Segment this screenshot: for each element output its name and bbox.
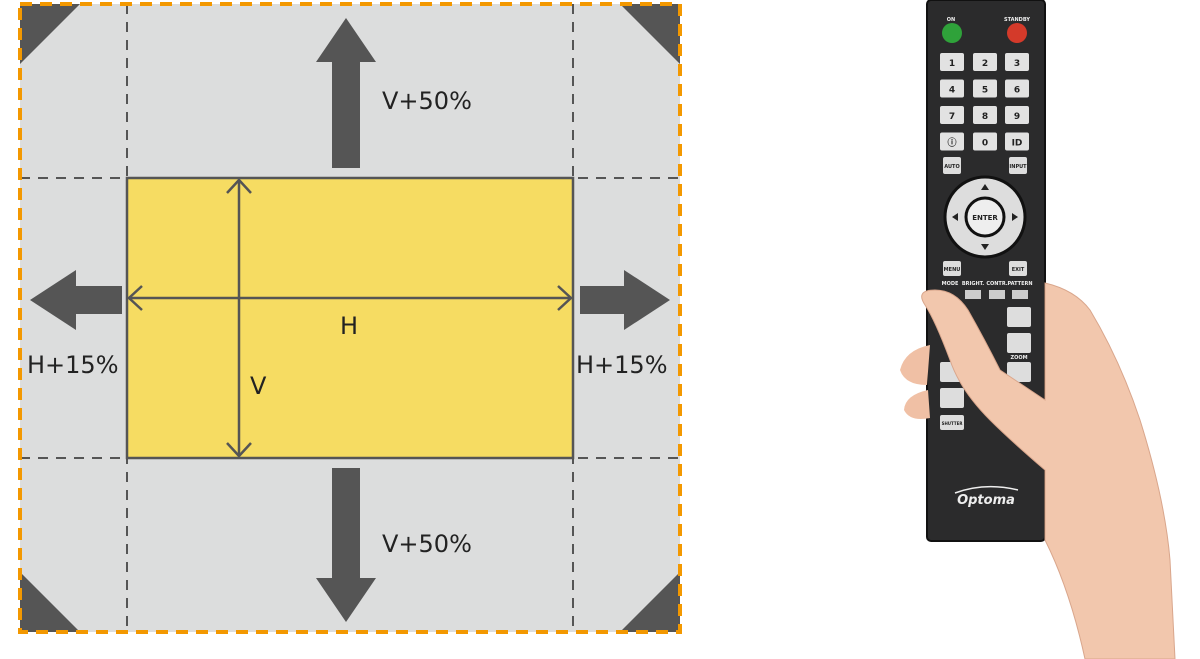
up-arrow-icon[interactable] — [981, 184, 989, 190]
bright-button[interactable] — [965, 290, 981, 299]
contr-button[interactable] — [989, 290, 1005, 299]
keypad-button[interactable] — [940, 106, 964, 124]
keypad-button[interactable] — [940, 79, 964, 98]
keypad-label: 9 — [1014, 112, 1020, 122]
corner-triangle — [620, 572, 680, 632]
enter-label: ENTER — [972, 214, 998, 222]
keypad-label: 6 — [1014, 86, 1020, 96]
pattern-label: PATTERN — [1007, 281, 1032, 287]
arrow-right-icon — [580, 270, 670, 330]
keypad-label: 4 — [949, 86, 955, 96]
dimension-arrows — [127, 178, 573, 458]
menu-button[interactable] — [943, 261, 961, 276]
keypad-button[interactable] — [973, 106, 997, 124]
keypad-label: ⓘ — [947, 137, 956, 149]
auto-button[interactable] — [943, 157, 961, 174]
remote-control: ON STANDBY 1 2 3 4 5 6 7 8 9 ⓘ 0 ID AUTO INPUT ENTE… — [926, 0, 1046, 542]
keypad-label: 8 — [982, 112, 988, 122]
left-shift-label: H+15% — [27, 351, 119, 379]
power-on-button[interactable] — [942, 23, 962, 43]
shutter-button[interactable] — [940, 415, 964, 430]
hand-fingers — [900, 345, 930, 419]
contr-label: CONTR. — [986, 281, 1007, 287]
shutter-label: SHUTTER — [942, 421, 963, 426]
on-label: ON — [947, 17, 955, 23]
keypad-label: 0 — [982, 139, 988, 149]
down-arrow-icon[interactable] — [981, 244, 989, 250]
input-button[interactable] — [1009, 157, 1027, 174]
keypad-button[interactable] — [973, 79, 997, 98]
auto-label: AUTO — [944, 164, 959, 170]
arrow-up-icon — [316, 18, 376, 168]
right-shift-label: H+15% — [576, 351, 668, 379]
keypad-button[interactable] — [940, 132, 964, 151]
hand — [921, 282, 1176, 659]
menu-label: MENU — [944, 267, 961, 273]
keypad-label: 2 — [982, 59, 988, 69]
enter-button[interactable] — [964, 196, 1006, 238]
keypad-button[interactable] — [973, 53, 997, 71]
focus-down-button[interactable] — [1007, 333, 1031, 353]
arrow-down-icon — [316, 468, 376, 622]
input-label: INPUT — [1009, 164, 1027, 170]
keypad-button[interactable] — [940, 53, 964, 71]
keypad-label: 3 — [1014, 59, 1020, 69]
focus-up-button[interactable] — [1007, 307, 1031, 327]
keypad-label: ID — [1012, 139, 1023, 149]
bottom-shift-label: V+50% — [382, 530, 472, 558]
arrow-left-icon — [30, 270, 122, 330]
shift-range-border — [18, 2, 682, 634]
left-arrow-icon[interactable] — [952, 213, 958, 221]
standby-button[interactable] — [1007, 23, 1027, 43]
top-shift-label: V+50% — [382, 87, 472, 115]
zoom-label: ZOOM — [1010, 355, 1027, 361]
corner-triangle — [20, 572, 80, 632]
width-label: H — [340, 312, 358, 340]
projected-image — [125, 176, 575, 460]
bright-label: BRIGHT. — [962, 281, 984, 287]
keypad-label: 5 — [982, 86, 988, 96]
keypad-button[interactable] — [973, 132, 997, 151]
keypad-label: 1 — [949, 59, 955, 69]
corner-triangle — [620, 4, 680, 64]
corner-triangle — [20, 4, 80, 64]
standby-label: STANDBY — [1004, 17, 1030, 23]
exit-button[interactable] — [1009, 261, 1027, 276]
keypad-button[interactable] — [1005, 53, 1029, 71]
mode-label: MODE — [942, 281, 959, 287]
keypad-label: 7 — [949, 112, 955, 122]
pattern-button[interactable] — [1012, 290, 1028, 299]
right-arrow-icon[interactable] — [1012, 213, 1018, 221]
keypad-button[interactable] — [1005, 106, 1029, 124]
keypad-button[interactable] — [1005, 79, 1029, 98]
keypad-button[interactable] — [1005, 132, 1029, 151]
exit-label: EXIT — [1012, 267, 1025, 273]
height-label: V — [250, 372, 267, 400]
brand-logo: Optoma — [957, 493, 1015, 508]
trapezoid-button[interactable] — [940, 388, 964, 408]
zoom-button[interactable] — [1007, 362, 1031, 382]
